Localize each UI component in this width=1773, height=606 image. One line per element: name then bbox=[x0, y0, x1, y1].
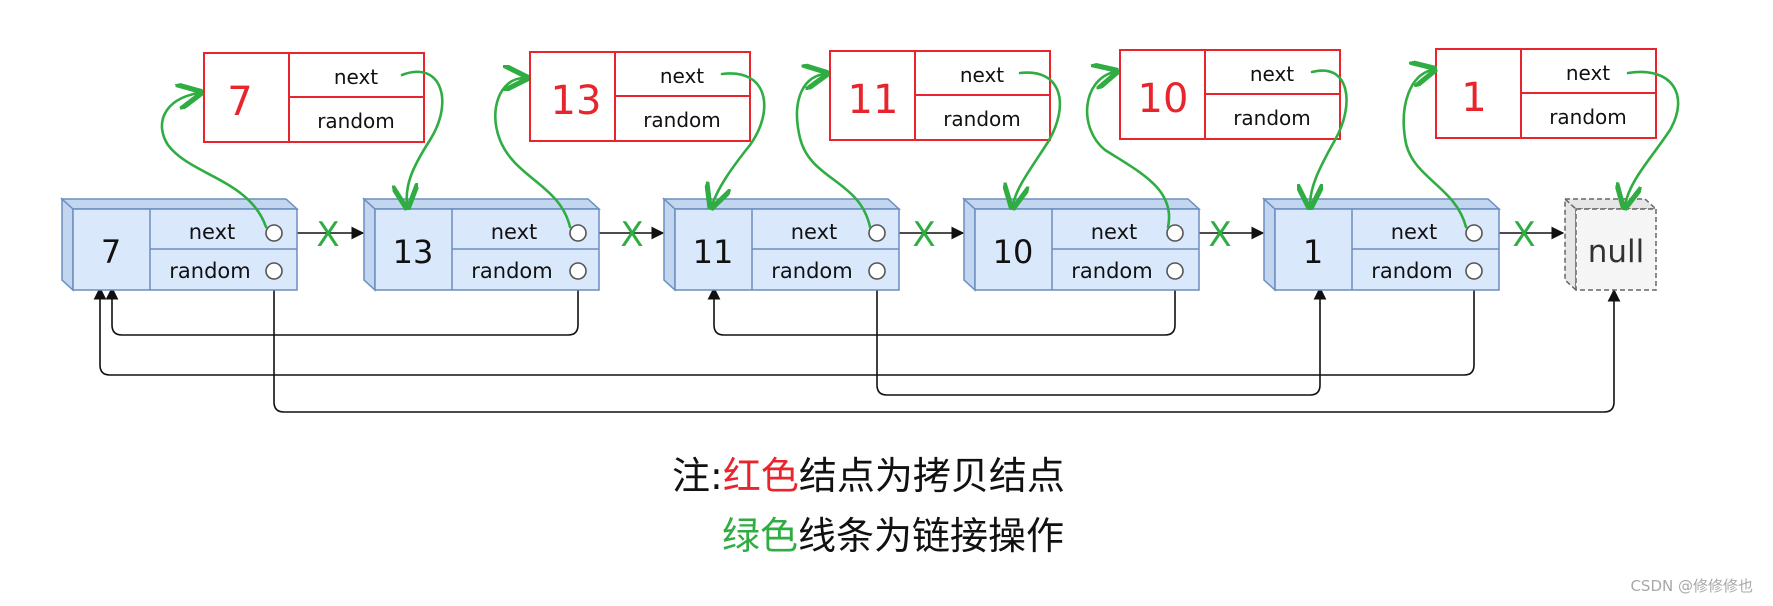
random-pointer-port bbox=[569, 262, 587, 280]
random-field-label: random bbox=[317, 109, 395, 133]
legend-line1-text: 结点为拷贝结点 bbox=[798, 454, 1065, 498]
next-pointer-port bbox=[569, 224, 587, 242]
random-pointer-port bbox=[1166, 262, 1184, 280]
copy-node-11: 11 next random bbox=[829, 50, 1051, 141]
green-link-copy11-to-10 bbox=[1013, 71, 1062, 205]
copy-node-1: 1 next random bbox=[1435, 48, 1657, 139]
original-node-value: 1 bbox=[1303, 233, 1323, 271]
original-node-value: 11 bbox=[693, 233, 734, 271]
copy-node-value: 13 bbox=[551, 78, 602, 124]
random-pointer-lines bbox=[93, 268, 1621, 413]
random-pointer-13-to-7 bbox=[105, 268, 579, 336]
random-pointer-11-to-1 bbox=[876, 268, 1327, 396]
green-link-copy10-to-1 bbox=[1310, 69, 1348, 205]
random-field-label: random bbox=[643, 108, 721, 132]
copy-node-value: 7 bbox=[227, 79, 252, 125]
random-pointer-7-to-null bbox=[273, 268, 1621, 413]
original-node-10: 10 next random bbox=[962, 197, 1201, 292]
original-node-value: 13 bbox=[393, 233, 434, 271]
random-field-label: random bbox=[1233, 106, 1311, 130]
cut-mark: X bbox=[316, 215, 339, 255]
copy-node-10: 10 next random bbox=[1119, 49, 1341, 140]
green-link-copy13-to-11 bbox=[712, 72, 766, 205]
cut-mark: X bbox=[912, 215, 935, 255]
legend-line2-text: 线条为链接操作 bbox=[798, 514, 1065, 558]
random-field-label: random bbox=[471, 259, 552, 283]
green-link-copy7-to-13 bbox=[402, 70, 444, 205]
random-field-label: random bbox=[1549, 105, 1627, 129]
legend-line-link-operations: 绿色线条为链接操作 bbox=[0, 505, 1773, 560]
original-node-1: 1 next random bbox=[1262, 197, 1501, 292]
watermark: CSDN @修修修也 bbox=[1630, 577, 1753, 595]
next-field-label: next bbox=[334, 65, 378, 89]
random-pointer-port bbox=[868, 262, 886, 280]
copy-node-13: 13 next random bbox=[529, 51, 751, 142]
random-field-label: random bbox=[1371, 259, 1452, 283]
original-node-13: 13 next random bbox=[362, 197, 601, 292]
random-field-label: random bbox=[943, 107, 1021, 131]
green-link-13-to-copy13 bbox=[494, 78, 572, 229]
next-pointer-port bbox=[1166, 224, 1184, 242]
green-link-11-to-copy11 bbox=[795, 74, 872, 229]
random-pointer-port bbox=[1465, 262, 1483, 280]
green-link-1-to-copy1 bbox=[1402, 70, 1468, 229]
copy-node-value: 10 bbox=[1138, 76, 1189, 122]
random-field-label: random bbox=[771, 259, 852, 283]
random-pointer-port bbox=[265, 262, 283, 280]
next-field-label: next bbox=[1566, 61, 1610, 85]
original-node-value: 7 bbox=[101, 233, 121, 271]
cut-mark: X bbox=[1512, 215, 1535, 255]
copy-node-7: 7 next random bbox=[203, 52, 425, 143]
next-field-label: next bbox=[1250, 62, 1294, 86]
next-field-label: next bbox=[960, 63, 1004, 87]
original-node-11: 11 next random bbox=[662, 197, 901, 292]
legend-red-word: 红色 bbox=[722, 454, 799, 498]
null-label: null bbox=[1588, 234, 1645, 270]
next-field-label: next bbox=[1391, 220, 1438, 244]
legend-line-copy-nodes: 注:红色结点为拷贝结点 bbox=[0, 445, 1773, 500]
cut-mark: X bbox=[620, 215, 643, 255]
copy-node-value: 11 bbox=[848, 77, 899, 123]
copy-node-value: 1 bbox=[1461, 75, 1486, 121]
legend-green-word: 绿色 bbox=[722, 514, 799, 558]
random-field-label: random bbox=[169, 259, 250, 283]
cut-marks: X X X X X bbox=[316, 215, 1535, 255]
next-pointer-port bbox=[265, 224, 283, 242]
next-field-label: next bbox=[1091, 220, 1138, 244]
random-field-label: random bbox=[1071, 259, 1152, 283]
random-pointer-10-to-11 bbox=[707, 268, 1176, 336]
green-link-curves bbox=[160, 69, 1680, 229]
next-field-label: next bbox=[660, 64, 704, 88]
legend-prefix: 注: bbox=[672, 454, 723, 498]
green-link-7-to-copy7 bbox=[160, 93, 268, 229]
original-node-value: 10 bbox=[993, 233, 1034, 271]
random-pointer-1-to-7 bbox=[93, 268, 1475, 376]
next-pointer-port bbox=[868, 224, 886, 242]
next-field-label: next bbox=[491, 220, 538, 244]
next-field-label: next bbox=[189, 220, 236, 244]
original-node-7: 7 next random bbox=[60, 197, 299, 292]
green-link-copy1-to-null bbox=[1625, 70, 1680, 205]
next-pointer-port bbox=[1465, 224, 1483, 242]
null-node: null bbox=[1563, 197, 1658, 292]
cut-mark: X bbox=[1208, 215, 1231, 255]
green-link-10-to-copy10 bbox=[1085, 72, 1171, 229]
next-field-label: next bbox=[791, 220, 838, 244]
